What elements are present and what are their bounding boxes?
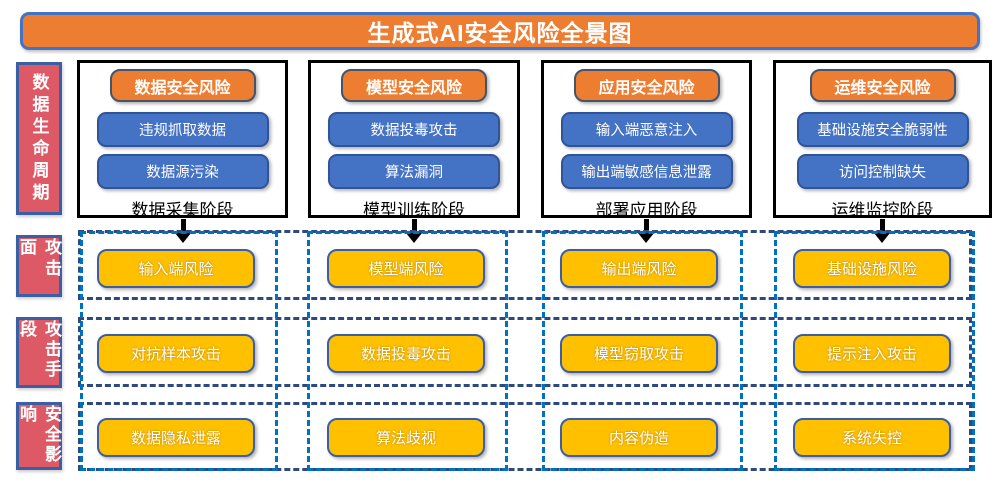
stage-box-deployment: 应用安全风险 输入端恶意注入 输出端敏感信息泄露 部署应用阶段: [541, 60, 752, 220]
stage-label: 模型训练阶段: [363, 201, 465, 220]
impact-row-outline: [78, 402, 972, 471]
down-arrow-icon: [406, 219, 422, 243]
risk-box-data-poisoning: 数据投毒攻击: [327, 334, 485, 373]
stage-header: 数据安全风险: [109, 69, 256, 102]
down-arrow-icon: [638, 219, 654, 243]
stage-label: 数据采集阶段: [131, 201, 234, 220]
risk-box-privacy-leak: 数据隐私泄露: [97, 418, 255, 457]
stage-item: 基础设施安全脆弱性: [796, 112, 969, 147]
risk-box-adversarial-sample: 对抗样本攻击: [97, 334, 255, 373]
column-outline-application: [542, 231, 743, 471]
attack-method-row-outline: [78, 317, 972, 387]
stage-item: 数据投毒攻击: [328, 112, 500, 147]
risk-box-content-forgery: 内容伪造: [560, 418, 718, 457]
risk-box-system-out-of-control: 系统失控: [793, 418, 951, 457]
risk-box-infrastructure: 基础设施风险: [793, 249, 951, 288]
column-outline-model: [307, 231, 508, 471]
risk-box-model-theft: 模型窃取攻击: [560, 334, 718, 373]
stage-label: 部署应用阶段: [595, 201, 698, 220]
column-outline-operations: [774, 231, 975, 471]
side-label-security-impact: 安全影响: [16, 402, 62, 470]
stage-item: 访问控制缺失: [796, 154, 969, 189]
risk-box-algorithm-bias: 算法歧视: [327, 418, 485, 457]
stage-header: 模型安全风险: [341, 69, 487, 102]
down-arrow-icon: [175, 219, 191, 243]
stage-box-operations: 运维安全风险 基础设施安全脆弱性 访问控制缺失 运维监控阶段: [773, 60, 992, 220]
risk-box-input-side: 输入端风险: [97, 249, 255, 288]
side-label-data-lifecycle: 数据生命周期: [16, 62, 62, 215]
stage-item: 数据源污染: [96, 154, 269, 189]
column-outline-data: [80, 231, 278, 471]
stage-item: 输出端敏感信息泄露: [560, 154, 733, 189]
stage-box-model-training: 模型安全风险 数据投毒攻击 算法漏洞 模型训练阶段: [308, 60, 520, 220]
attack-surface-row-outline: [78, 230, 972, 300]
side-label-attack-surface: 攻击面: [16, 235, 62, 297]
risk-box-model-side: 模型端风险: [327, 249, 485, 288]
stage-box-data-collection: 数据安全风险 违规抓取数据 数据源污染 数据采集阶段: [77, 60, 288, 220]
stage-label: 运维监控阶段: [831, 201, 934, 220]
side-label-attack-method: 攻击手段: [16, 317, 62, 388]
stage-item: 违规抓取数据: [96, 112, 269, 147]
stage-header: 应用安全风险: [573, 69, 720, 102]
risk-box-output-side: 输出端风险: [560, 249, 718, 288]
page-title: 生成式AI安全风险全景图: [20, 12, 980, 50]
down-arrow-icon: [874, 219, 890, 243]
stage-header: 运维安全风险: [809, 69, 956, 102]
risk-box-prompt-injection: 提示注入攻击: [793, 334, 951, 373]
stage-item: 算法漏洞: [328, 154, 500, 189]
stage-item: 输入端恶意注入: [560, 112, 733, 147]
